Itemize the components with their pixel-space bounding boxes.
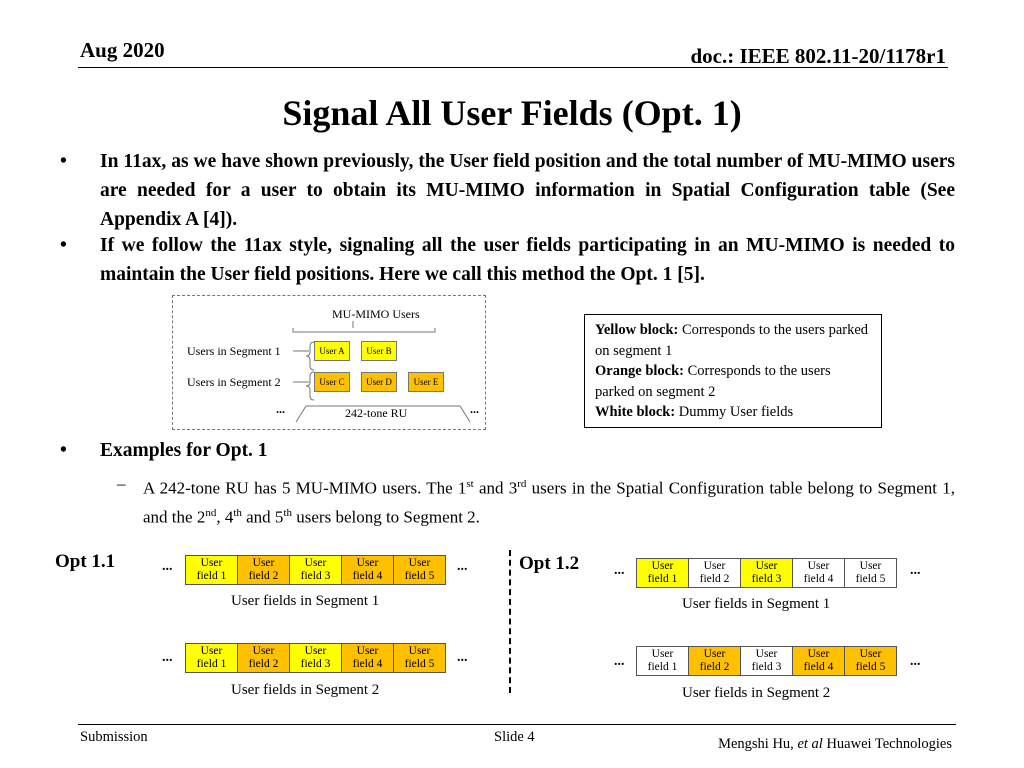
mu-mimo-diagram: MU-MIMO Users Users in Segment 1 Users i…	[172, 295, 486, 430]
opt12-label: Opt 1.2	[519, 553, 580, 574]
footer-submission: Submission	[80, 729, 148, 745]
user-box: User A	[314, 341, 350, 361]
legend-text: Corresponds to the users parked on segme…	[595, 363, 831, 400]
footer-divider	[78, 724, 956, 725]
slide-title: Signal All User Fields (Opt. 1)	[282, 93, 742, 133]
diagram-ellipsis: ...	[276, 402, 285, 416]
legend-key: Yellow block:	[595, 322, 679, 338]
opt12-seg1-label: User fields in Segment 1	[682, 596, 831, 612]
bullet-glyph: •	[60, 151, 67, 172]
user-box: User C	[314, 372, 350, 392]
ellipsis: ...	[614, 563, 625, 578]
bullet-item: • If we follow the 11ax style, signaling…	[60, 231, 955, 289]
diagram-ellipsis: ...	[470, 402, 479, 416]
header-doc-id: doc.: IEEE 802.11-20/1178r1	[690, 44, 946, 68]
opt11-label: Opt 1.1	[55, 551, 116, 572]
bullet-text: In 11ax, as we have shown previously, th…	[100, 151, 955, 230]
examples-subitem: – A 242-tone RU has 5 MU-MIMO users. The…	[117, 472, 955, 529]
legend-entry: White block: Dummy User fields	[595, 402, 871, 423]
ellipsis: ...	[457, 650, 468, 665]
user-box: User D	[361, 372, 397, 392]
ru-label: 242-tone RU	[345, 406, 408, 420]
examples-heading: Examples for Opt. 1	[100, 440, 268, 461]
diagram-seg2-label: Users in Segment 2	[187, 375, 281, 389]
ellipsis: ...	[614, 654, 625, 669]
footer-author: Mengshi Hu, et al Huawei Technologies	[718, 736, 952, 752]
opt11-seg1-label: User fields in Segment 1	[231, 593, 380, 609]
header-divider	[78, 67, 948, 68]
legend-key: White block:	[595, 404, 676, 420]
ellipsis: ...	[910, 563, 921, 578]
legend-entry: Yellow block: Corresponds to the users p…	[595, 320, 871, 361]
bullet-item: • In 11ax, as we have shown previously, …	[60, 147, 955, 234]
footer-slide-number: Slide 4	[494, 729, 535, 745]
ellipsis: ...	[910, 654, 921, 669]
ellipsis: ...	[162, 650, 173, 665]
options-divider	[509, 550, 511, 693]
dash-glyph: –	[117, 474, 126, 493]
bullet-glyph: •	[60, 235, 67, 256]
opt12-seg2-label: User fields in Segment 2	[682, 685, 831, 701]
examples-bullet: • Examples for Opt. 1	[60, 440, 268, 462]
diagram-brackets	[292, 321, 471, 423]
user-box: User E	[408, 372, 444, 392]
examples-subitem-text: A 242-tone RU has 5 MU-MIMO users. The 1…	[143, 478, 956, 527]
bullet-glyph: •	[60, 440, 67, 461]
user-box: User B	[361, 341, 397, 361]
diagram-heading: MU-MIMO Users	[332, 307, 420, 321]
header-date: Aug 2020	[80, 38, 165, 62]
legend-text: Dummy User fields	[675, 404, 794, 420]
legend-key: Orange block:	[595, 363, 685, 379]
ellipsis: ...	[457, 559, 468, 574]
diagram-seg1-label: Users in Segment 1	[187, 344, 281, 358]
legend-text: Corresponds to the users parked on segme…	[595, 322, 869, 359]
color-legend: Yellow block: Corresponds to the users p…	[584, 314, 882, 428]
legend-entry: Orange block: Corresponds to the users p…	[595, 361, 871, 402]
bullet-text: If we follow the 11ax style, signaling a…	[100, 235, 955, 285]
ellipsis: ...	[162, 559, 173, 574]
opt11-seg2-label: User fields in Segment 2	[231, 682, 380, 698]
